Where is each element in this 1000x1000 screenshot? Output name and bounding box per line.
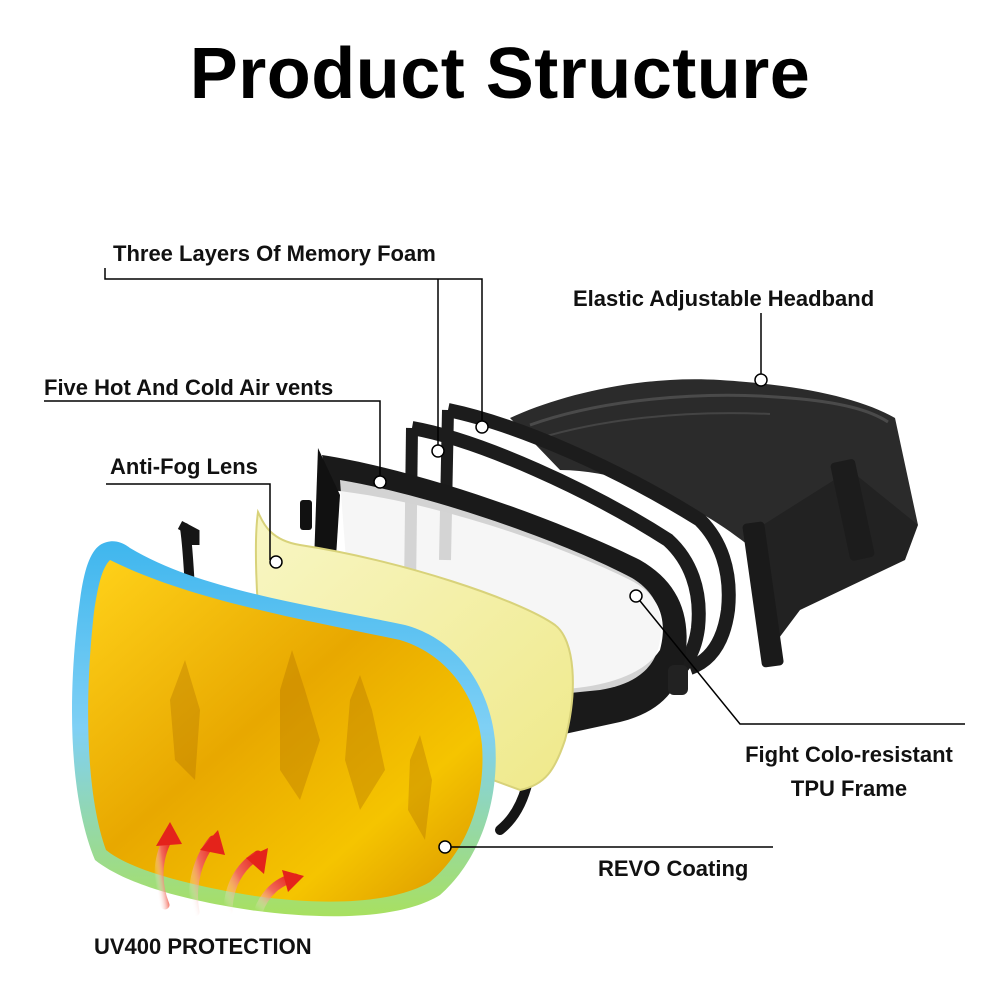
label-revo-coating: REVO Coating	[598, 856, 749, 881]
uv-arrowheads	[156, 822, 304, 892]
label-tpu-frame-line2: TPU Frame	[790, 776, 908, 801]
label-uv-protection: UV400 PROTECTION	[94, 934, 312, 959]
revo-lens-shape	[72, 541, 496, 917]
label-air-vents: Five Hot And Cold Air vents	[44, 375, 334, 400]
leader-dots	[269, 373, 768, 854]
label-tpu-frame: Fight Colo-resistant TPU Frame	[718, 738, 980, 806]
label-antifog-lens: Anti-Fog Lens	[110, 454, 258, 479]
label-headband: Elastic Adjustable Headband	[573, 286, 875, 311]
page-title: Product Structure	[189, 34, 811, 114]
label-memory-foam: Three Layers Of Memory Foam	[113, 241, 436, 266]
label-tpu-frame-line1: Fight Colo-resistant	[745, 742, 953, 767]
leader-lines	[44, 268, 965, 848]
headband-strap	[510, 379, 918, 668]
